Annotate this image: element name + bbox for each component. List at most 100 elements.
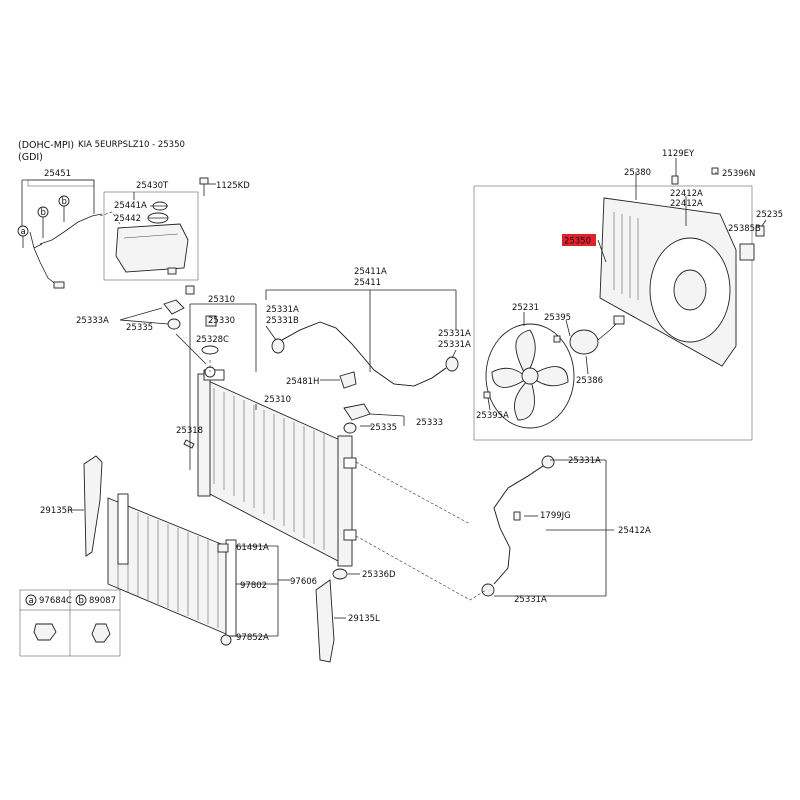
resistor-25385b <box>739 243 755 261</box>
label-25350[interactable]: 25350 <box>564 237 591 247</box>
condenser-fins <box>117 504 219 628</box>
label-61491a[interactable]: 61491A <box>236 543 269 553</box>
insulator-25336d <box>332 568 348 580</box>
label-25333a[interactable]: 25333A <box>76 316 109 326</box>
nut-25396n <box>711 167 719 175</box>
reservoir-group <box>103 177 216 281</box>
label-25336d[interactable]: 25336D <box>362 570 396 580</box>
callout-b1-letter: b <box>41 208 46 218</box>
label-25385b[interactable]: 25385B <box>728 224 761 234</box>
drain-cock-25330[interactable] <box>205 315 217 327</box>
connector-25235 <box>755 225 765 237</box>
label-25331a-5[interactable]: 25331A <box>514 595 547 605</box>
callout-a-letter: a <box>21 227 26 237</box>
label-25430t[interactable]: 25430T <box>136 181 169 191</box>
catalog-reference: KIA 5EURPSLZ10 - 25350 <box>78 140 185 150</box>
insulator-97852a <box>220 634 232 646</box>
screw-25395 <box>553 335 561 343</box>
callout-markers: a b b <box>17 195 70 248</box>
label-25331a-2[interactable]: 25331A <box>438 329 471 339</box>
radiator-right-tank <box>337 435 353 567</box>
leader-lines <box>21 158 767 637</box>
clamp-25331a-5 <box>481 583 495 597</box>
label-97606[interactable]: 97606 <box>290 577 317 587</box>
label-25441a[interactable]: 25441A <box>114 201 147 211</box>
radiator-outlet <box>343 529 357 541</box>
engine-variant-1: (DOHC-MPI) <box>18 140 75 151</box>
legend-b-letter: b <box>79 596 84 606</box>
label-25412a[interactable]: 25412A <box>618 526 651 536</box>
shroud-hub <box>673 269 707 311</box>
label-97852a[interactable]: 97852A <box>236 633 269 643</box>
label-1129ey[interactable]: 1129EY <box>662 149 695 159</box>
label-29135l[interactable]: 29135L <box>348 614 380 624</box>
label-25330[interactable]: 25330 <box>208 316 235 326</box>
connection-lines <box>99 211 487 601</box>
air-guard-29135l <box>315 579 335 663</box>
clamp-25331a-1 <box>271 338 285 354</box>
drain-plug <box>167 267 177 275</box>
label-25310-b[interactable]: 25310 <box>264 395 291 405</box>
label-25235[interactable]: 25235 <box>756 210 783 220</box>
receiver-drier-97802 <box>225 539 237 637</box>
bracket-25481h <box>339 371 357 389</box>
insulator-25335b <box>343 422 357 434</box>
radiator-fins <box>213 388 325 550</box>
label-25231[interactable]: 25231 <box>512 303 539 313</box>
label-22412a-1[interactable]: 22412A <box>670 189 703 199</box>
label-25411a[interactable]: 25411A <box>354 267 387 277</box>
screw-25395a <box>483 391 491 399</box>
label-1799jg[interactable]: 1799JG <box>540 511 571 521</box>
bolt-1129ey <box>671 175 679 185</box>
label-25442[interactable]: 25442 <box>114 214 141 224</box>
legend-b-code: 89087 <box>89 596 116 606</box>
label-25395[interactable]: 25395 <box>544 313 571 323</box>
label-25333[interactable]: 25333 <box>416 418 443 428</box>
label-97802[interactable]: 97802 <box>240 581 267 591</box>
label-25380[interactable]: 25380 <box>624 168 651 178</box>
bracket-25318 <box>183 439 195 449</box>
label-22412a-2[interactable]: 22412A <box>670 199 703 209</box>
label-25328c[interactable]: 25328C <box>196 335 229 345</box>
air-guard-29135r <box>83 455 103 557</box>
o-ring-25328c <box>201 345 219 355</box>
fan-hub <box>521 367 539 385</box>
label-1125kd[interactable]: 1125KD <box>216 181 250 191</box>
label-25331b[interactable]: 25331B <box>266 316 299 326</box>
part-labels: 25451 25430T 1125KD 25441A 25442 25310 2… <box>40 149 783 643</box>
label-25451[interactable]: 25451 <box>44 169 71 179</box>
lower-hose <box>481 455 555 597</box>
insulator-25335 <box>167 318 181 330</box>
label-25331a-3[interactable]: 25331A <box>438 340 471 350</box>
radiator-inlet <box>343 457 357 469</box>
label-25411[interactable]: 25411 <box>354 278 381 288</box>
legend: a 97684C b 89087 <box>19 589 121 657</box>
legend-a-code: 97684C <box>39 596 72 606</box>
clip-1799jg <box>513 511 521 521</box>
fan-blades <box>491 329 569 421</box>
legend-a-letter: a <box>29 596 34 606</box>
upper-hose <box>271 321 459 387</box>
label-25335-b[interactable]: 25335 <box>370 423 397 433</box>
label-25396n[interactable]: 25396N <box>722 169 755 179</box>
label-25386[interactable]: 25386 <box>576 376 603 386</box>
label-25395a[interactable]: 25395A <box>476 411 509 421</box>
label-25318[interactable]: 25318 <box>176 426 203 436</box>
shroud-louvers <box>613 212 639 300</box>
highlight-25350[interactable] <box>562 234 596 246</box>
reservoir-tank <box>115 223 189 273</box>
bracket-61491a <box>217 543 229 553</box>
label-29135r[interactable]: 29135R <box>40 506 73 516</box>
label-25331a-4[interactable]: 25331A <box>568 456 601 466</box>
fan-assembly <box>473 167 765 441</box>
bracket-25333 <box>343 403 371 421</box>
label-25310-a[interactable]: 25310 <box>208 295 235 305</box>
clamp-25331a-4 <box>541 455 555 469</box>
label-25331a-1[interactable]: 25331A <box>266 305 299 315</box>
label-25335-a[interactable]: 25335 <box>126 323 153 333</box>
radiator <box>197 366 357 567</box>
label-25481h[interactable]: 25481H <box>286 377 319 387</box>
upper-mounts-left <box>163 285 219 449</box>
